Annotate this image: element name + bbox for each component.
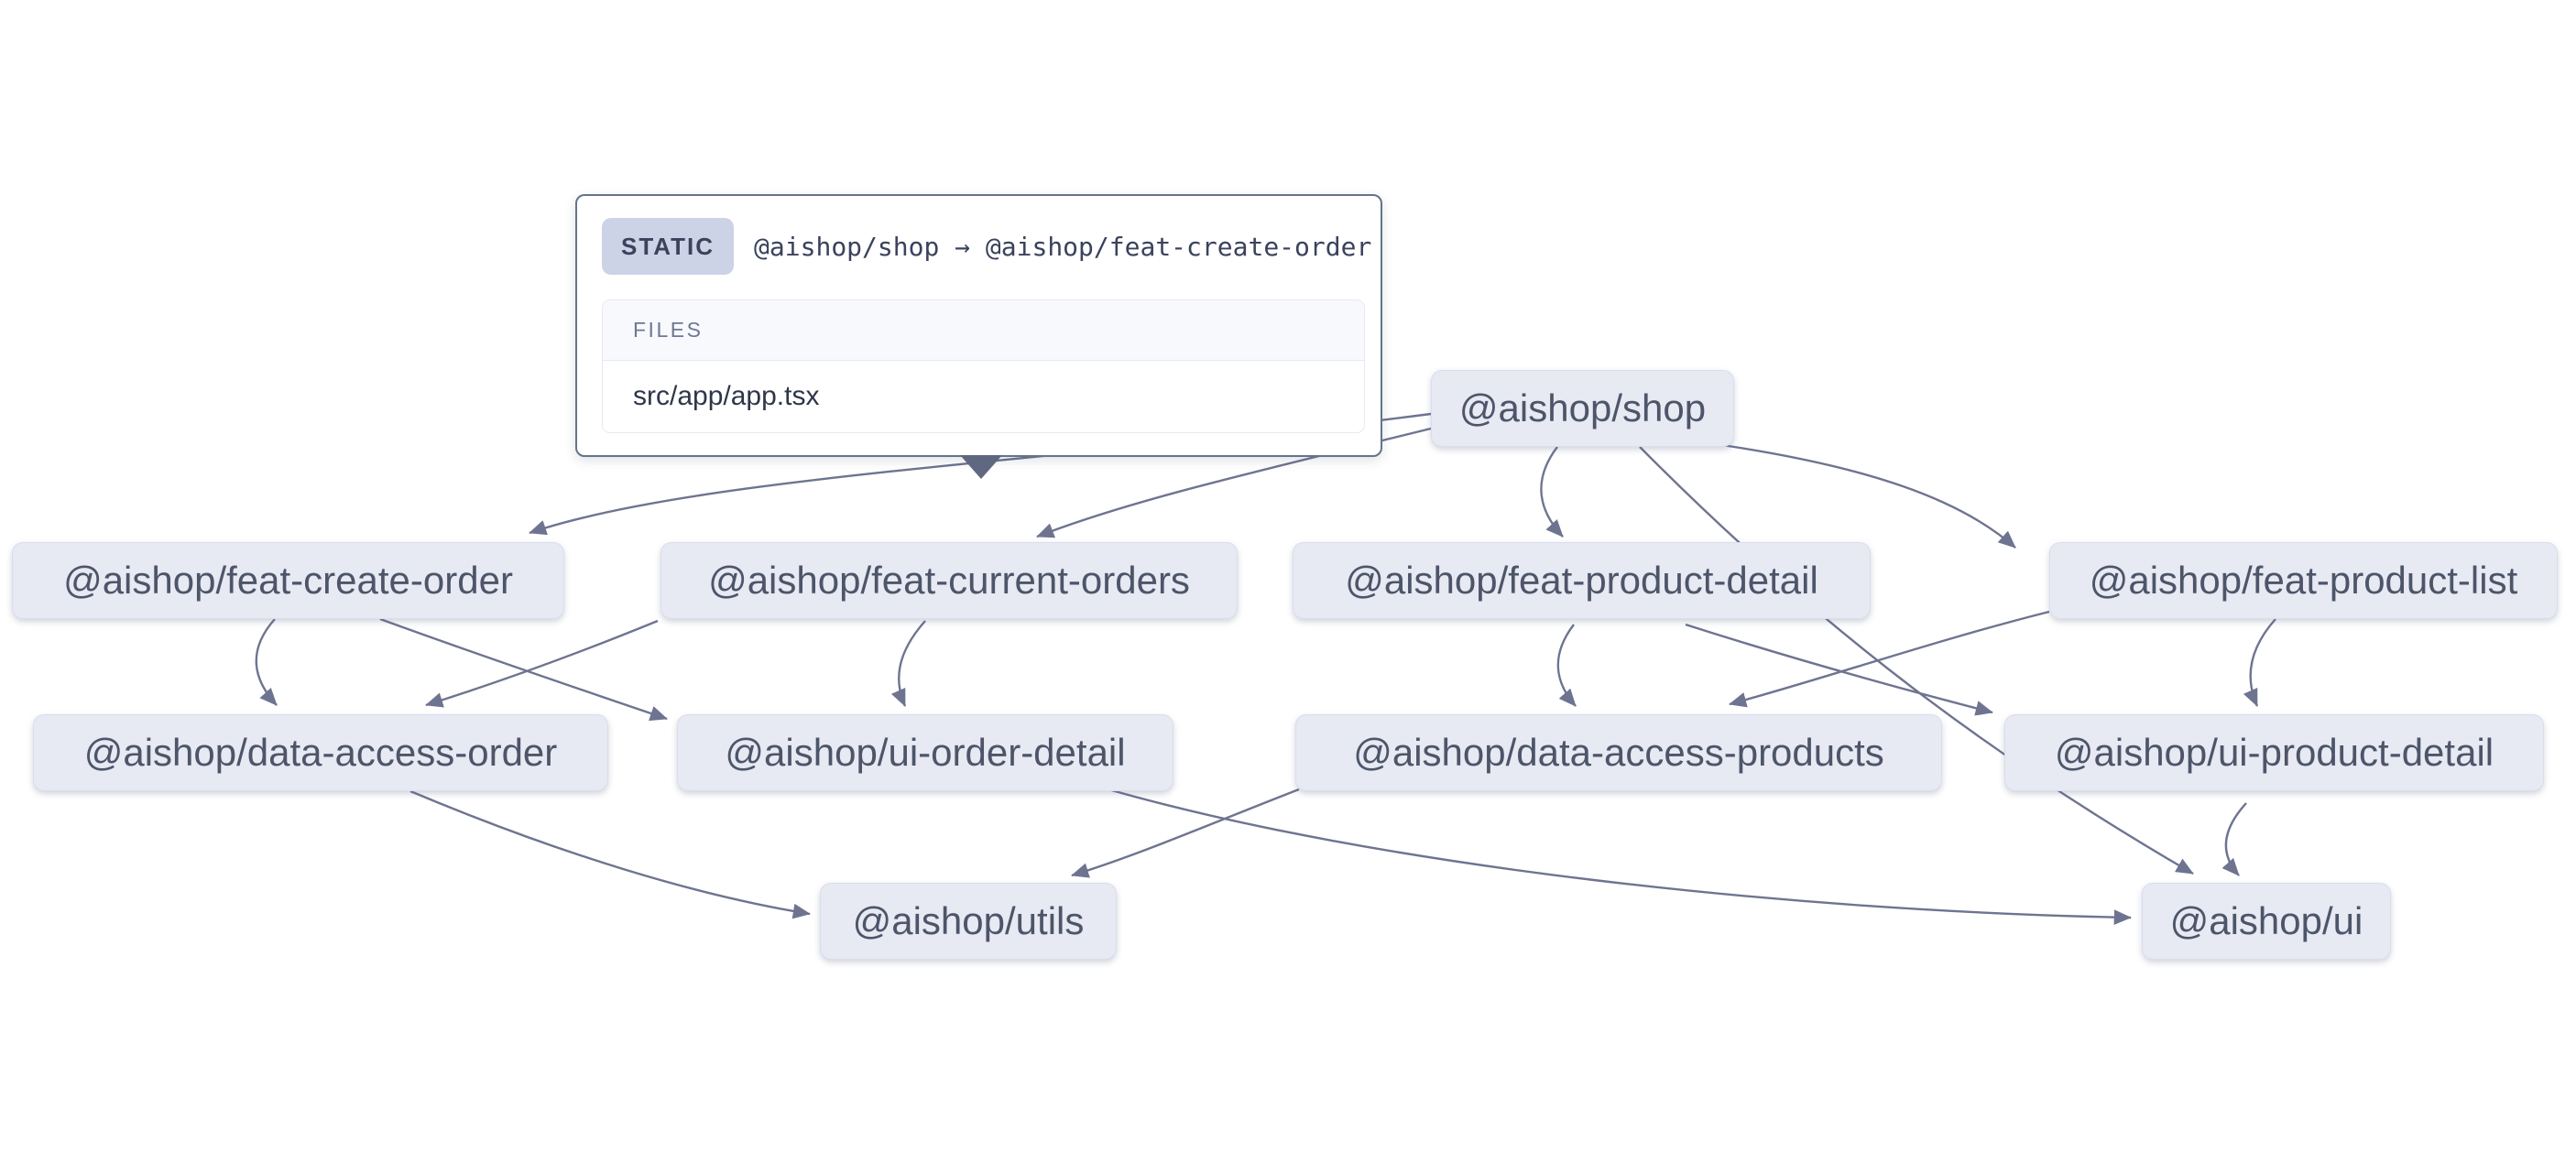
graph-node-feat-current-orders[interactable]: @aishop/feat-current-orders bbox=[660, 542, 1238, 619]
graph-node-shop[interactable]: @aishop/shop bbox=[1431, 370, 1734, 447]
tooltip-header: STATIC @aishop/shop → @aishop/feat-creat… bbox=[602, 218, 1371, 275]
edge-ui-product-detail-to-ui[interactable] bbox=[2221, 802, 2247, 876]
graph-node-feat-product-detail[interactable]: @aishop/feat-product-detail bbox=[1293, 542, 1871, 619]
graph-node-feat-product-list[interactable]: @aishop/feat-product-list bbox=[2049, 542, 2558, 619]
edge-feat-product-list-to-ui-product-detail[interactable] bbox=[2243, 618, 2276, 707]
edge-feat-current-orders-to-ui-order-detail[interactable] bbox=[890, 620, 926, 707]
graph-node-feat-create-order[interactable]: @aishop/feat-create-order bbox=[12, 542, 564, 619]
edge-type-badge: STATIC bbox=[602, 218, 735, 275]
edge-feat-product-detail-to-ui-product-detail[interactable] bbox=[1685, 623, 1993, 716]
files-box: FILES src/app/app.tsx bbox=[602, 299, 1365, 433]
graph-node-ui-order-detail[interactable]: @aishop/ui-order-detail bbox=[677, 714, 1173, 791]
files-header: FILES bbox=[603, 300, 1364, 361]
edge-feat-product-detail-to-data-access-products[interactable] bbox=[1556, 624, 1577, 707]
edge-feat-product-list-to-data-access-products[interactable] bbox=[1729, 610, 2050, 708]
tooltip-caret bbox=[960, 455, 1002, 479]
edge-feat-create-order-to-ui-order-detail[interactable] bbox=[379, 617, 668, 722]
edge-ui-order-detail-to-ui[interactable] bbox=[1108, 788, 2132, 926]
graph-node-utils[interactable]: @aishop/utils bbox=[820, 883, 1117, 960]
edge-data-access-products-to-utils[interactable] bbox=[1071, 788, 1300, 878]
edge-feat-current-orders-to-data-access-order[interactable] bbox=[425, 619, 659, 708]
graph-node-ui[interactable]: @aishop/ui bbox=[2142, 883, 2391, 960]
graph-node-ui-product-detail[interactable]: @aishop/ui-product-detail bbox=[2004, 714, 2544, 791]
edge-shop-to-feat-product-list[interactable] bbox=[1721, 443, 2016, 549]
edge-tooltip: STATIC @aishop/shop → @aishop/feat-creat… bbox=[575, 194, 1382, 457]
file-row: src/app/app.tsx bbox=[603, 361, 1364, 432]
edge-shop-to-ui[interactable] bbox=[1639, 446, 2194, 875]
edge-data-access-order-to-utils[interactable] bbox=[409, 789, 811, 919]
edge-shop-to-feat-product-detail[interactable] bbox=[1540, 446, 1564, 538]
tooltip-title: @aishop/shop → @aishop/feat-create-order bbox=[754, 231, 1372, 262]
graph-node-data-access-order[interactable]: @aishop/data-access-order bbox=[33, 714, 608, 791]
edge-feat-create-order-to-data-access-order[interactable] bbox=[255, 618, 278, 706]
graph-node-data-access-products[interactable]: @aishop/data-access-products bbox=[1295, 714, 1942, 791]
